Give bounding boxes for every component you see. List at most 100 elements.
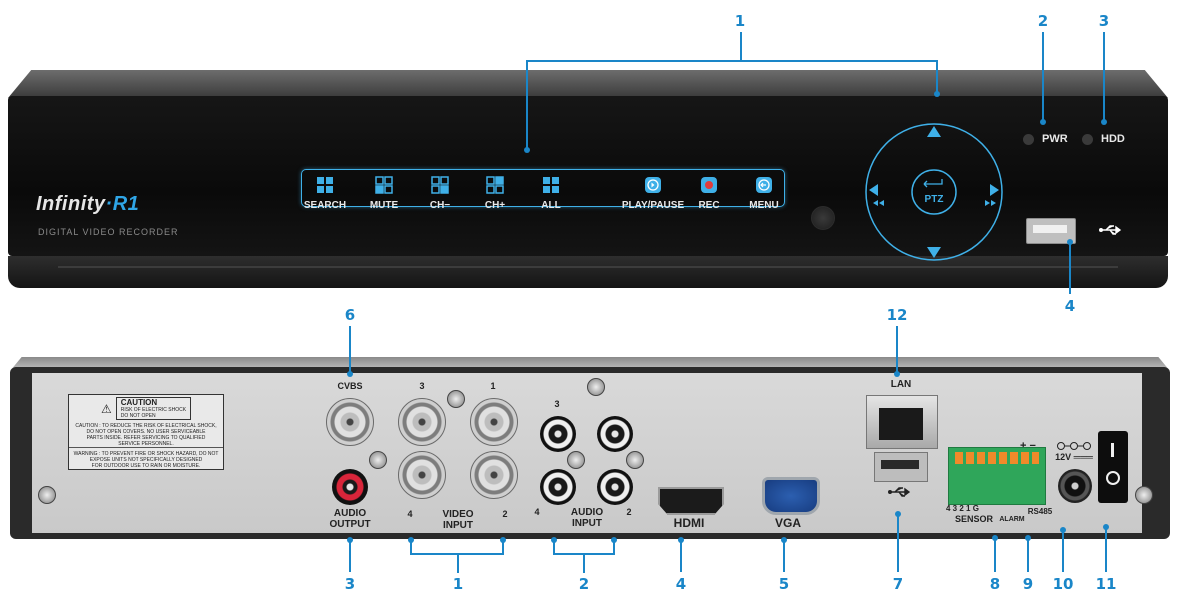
- sensor-label: SENSOR: [954, 514, 993, 524]
- callout-line: [553, 540, 555, 554]
- callout-line: [583, 553, 585, 573]
- pwr-led: [1023, 133, 1034, 145]
- audio-input-rca-2[interactable]: [597, 469, 633, 505]
- usb-icon: [1099, 225, 1122, 235]
- callout-line: [936, 60, 938, 94]
- vga-label: VGA: [774, 516, 801, 530]
- callout-1-back: 1: [452, 575, 464, 593]
- audio-num-3: 3: [554, 399, 560, 409]
- mute-button[interactable]: MUTE: [349, 176, 419, 211]
- ch-plus-button[interactable]: CH+: [460, 176, 530, 211]
- callout-11-back: 11: [1095, 575, 1117, 593]
- hdd-label: HDD: [1101, 133, 1125, 145]
- caution-label: ⚠ CAUTION RISK OF ELECTRIC SHOCK DO NOT …: [68, 394, 224, 470]
- arrow-down-icon[interactable]: [927, 247, 941, 258]
- search-button[interactable]: SEARCH: [290, 176, 360, 211]
- callout-line: [994, 538, 996, 572]
- hdd-led: [1082, 133, 1093, 145]
- callout-dot: [524, 147, 530, 153]
- callout-1-front: 1: [734, 12, 746, 30]
- callout-line: [349, 326, 351, 374]
- callout-line: [349, 540, 351, 572]
- audio-input-label: AUDIO INPUT: [570, 507, 604, 529]
- callout-bracket: [526, 60, 938, 62]
- ch-minus-label: CH−: [429, 200, 451, 211]
- video-input-bnc-4[interactable]: [398, 451, 446, 499]
- callout-dot: [895, 511, 901, 517]
- callout-line: [1027, 538, 1029, 572]
- video-num-4: 4: [407, 509, 413, 519]
- screw: [38, 486, 56, 504]
- callout-6-back: 6: [344, 306, 356, 324]
- pwr-label: PWR: [1042, 133, 1068, 145]
- hdmi-label: HDMI: [673, 516, 705, 530]
- screw: [626, 451, 644, 469]
- lan-label: LAN: [890, 379, 912, 390]
- audio-input-rca-1[interactable]: [597, 416, 633, 452]
- front-top-face: [8, 70, 1168, 98]
- callout-dot: [551, 537, 557, 543]
- audio-output-rca-port[interactable]: [332, 469, 368, 505]
- audio-input-rca-4[interactable]: [540, 469, 576, 505]
- menu-enter-icon: [756, 177, 772, 193]
- arrow-right-icon[interactable]: [990, 184, 999, 196]
- callout-line: [783, 540, 785, 572]
- vga-port[interactable]: [762, 477, 820, 515]
- video-num-3: 3: [419, 381, 425, 391]
- audio-output-label: AUDIO OUTPUT: [329, 508, 371, 530]
- callout-8-back: 8: [989, 575, 1001, 593]
- callout-4-front: 4: [1064, 297, 1076, 315]
- ir-receiver: [811, 206, 835, 230]
- rs485-label: RS485: [1027, 507, 1053, 516]
- warning-icon: ⚠: [100, 401, 112, 416]
- screw: [567, 451, 585, 469]
- menu-label: MENU: [749, 200, 779, 211]
- hdmi-port[interactable]: [658, 487, 724, 515]
- callout-2-back: 2: [578, 575, 590, 593]
- all-button[interactable]: ALL: [516, 176, 586, 211]
- audio-num-2: 2: [626, 507, 632, 517]
- rec-button[interactable]: REC: [674, 176, 744, 211]
- callout-dot: [1040, 119, 1046, 125]
- callout-line: [680, 540, 682, 572]
- callout-dot: [992, 535, 998, 541]
- audio-input-rca-3[interactable]: [540, 416, 576, 452]
- callout-dot: [1101, 119, 1107, 125]
- callout-dot: [408, 537, 414, 543]
- menu-button[interactable]: MENU: [729, 176, 799, 211]
- callout-line: [1062, 530, 1064, 572]
- lan-port[interactable]: [866, 395, 938, 449]
- video-input-bnc-3[interactable]: [398, 398, 446, 446]
- all-label: ALL: [541, 200, 561, 211]
- play-pause-icon: [645, 177, 661, 193]
- rear-usb-port[interactable]: [874, 452, 928, 482]
- arrow-left-icon[interactable]: [869, 184, 878, 196]
- callout-dot: [934, 91, 940, 97]
- power-switch[interactable]: [1098, 431, 1128, 503]
- alarm-terminal-block[interactable]: [948, 447, 1046, 505]
- audio-num-4: 4: [534, 507, 540, 517]
- ptz-dial[interactable]: PTZ: [860, 118, 1008, 266]
- callout-9-back: 9: [1022, 575, 1034, 593]
- ch-minus-button[interactable]: CH−: [405, 176, 475, 211]
- arrow-up-icon[interactable]: [927, 126, 941, 137]
- brand-subtitle: DIGITAL VIDEO RECORDER: [38, 227, 179, 237]
- callout-10-back: 10: [1052, 575, 1074, 593]
- callout-2-front: 2: [1037, 12, 1049, 30]
- video-num-1: 1: [490, 381, 496, 391]
- ptz-center-button[interactable]: [911, 169, 957, 215]
- control-panel-outline: [301, 169, 785, 207]
- callout-line: [896, 326, 898, 374]
- quad-grid-icon: [431, 176, 449, 194]
- callout-line: [1069, 242, 1071, 294]
- cvbs-bnc-port[interactable]: [326, 398, 374, 446]
- callout-line: [502, 540, 504, 554]
- video-input-bnc-2[interactable]: [470, 451, 518, 499]
- alarm-label: ALARM: [999, 516, 1025, 523]
- play-pause-button[interactable]: PLAY/PAUSE: [618, 176, 688, 211]
- dc-power-jack[interactable]: [1058, 469, 1092, 503]
- video-input-bnc-1[interactable]: [470, 398, 518, 446]
- quad-grid-icon: [486, 176, 504, 194]
- fast-forward-icon: [985, 200, 996, 206]
- brand-logo: Infinity·R1: [36, 193, 140, 215]
